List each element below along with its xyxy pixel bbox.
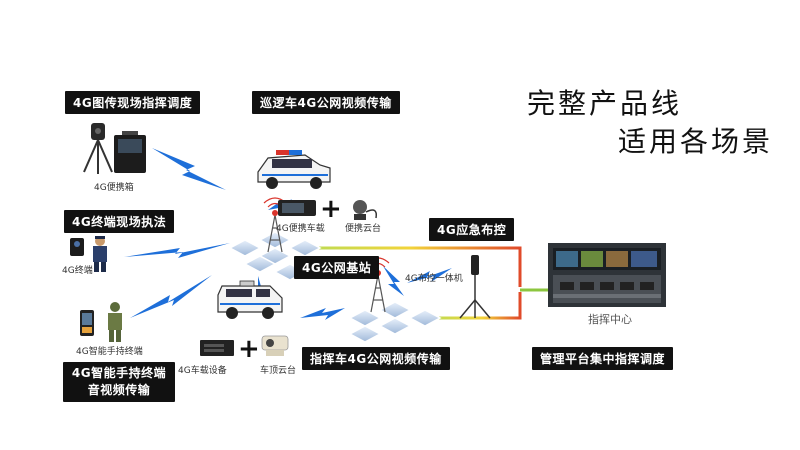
tag-dispatch: 4G图传现场指挥调度	[65, 91, 201, 114]
bolt-6	[383, 266, 404, 296]
command-vehicle	[217, 280, 283, 319]
link-line-bottom	[425, 292, 522, 320]
caption-portable-box: 4G便携箱	[94, 183, 134, 193]
caption-portable-ptz: 便携云台	[345, 224, 382, 234]
tag-terminal: 4G终端现场执法	[64, 210, 175, 233]
caption-command-center: 指挥中心	[588, 313, 632, 326]
terminal-device	[70, 238, 84, 256]
soldier-figure	[108, 302, 122, 342]
caption-handheld: 4G智能手持终端	[76, 347, 143, 357]
bolt-2	[124, 243, 230, 258]
vehicle-device	[200, 340, 234, 356]
bolt-5	[300, 308, 345, 320]
command-center-image	[548, 243, 666, 307]
tag-handheld: 4G智能手持终端音视频传输	[63, 362, 175, 402]
roof-ptz-device	[261, 335, 289, 356]
caption-roof-ptz: 车顶云台	[260, 366, 297, 376]
link-line-top	[300, 246, 522, 287]
plus-sign-bottom: +	[238, 334, 260, 364]
tag-platform: 管理平台集中指挥调度	[532, 347, 674, 370]
handheld-device	[80, 310, 94, 336]
caption-vehicle-device: 4G车载设备	[178, 366, 227, 376]
title-line2: 适用各场景	[618, 125, 774, 158]
tag-patrol: 巡逻车4G公网视频传输	[252, 91, 400, 114]
tag-emergency: 4G应急布控	[429, 218, 515, 241]
portable-ptz-device	[353, 200, 378, 220]
portable-box-device	[83, 123, 146, 174]
tag-command-vehicle: 指挥车4G公网视频传输	[302, 347, 450, 370]
bolt-7	[407, 268, 452, 283]
bolt-1	[152, 148, 226, 190]
officer-figure	[93, 236, 107, 272]
caption-vehicle-portable: 4G便携车载	[276, 224, 325, 234]
vehicle-portable-device	[278, 200, 316, 216]
deploy-unit-device	[459, 255, 491, 319]
tag-basestation: 4G公网基站	[294, 256, 380, 279]
caption-deploy-unit: 4G布控一体机	[405, 274, 463, 284]
patrol-car	[257, 150, 331, 189]
base-station-secondary	[348, 257, 442, 343]
plus-sign-top: +	[320, 194, 342, 224]
bolt-3	[130, 275, 212, 318]
caption-terminal: 4G终端	[62, 266, 93, 276]
title-line1: 完整产品线	[527, 87, 683, 120]
